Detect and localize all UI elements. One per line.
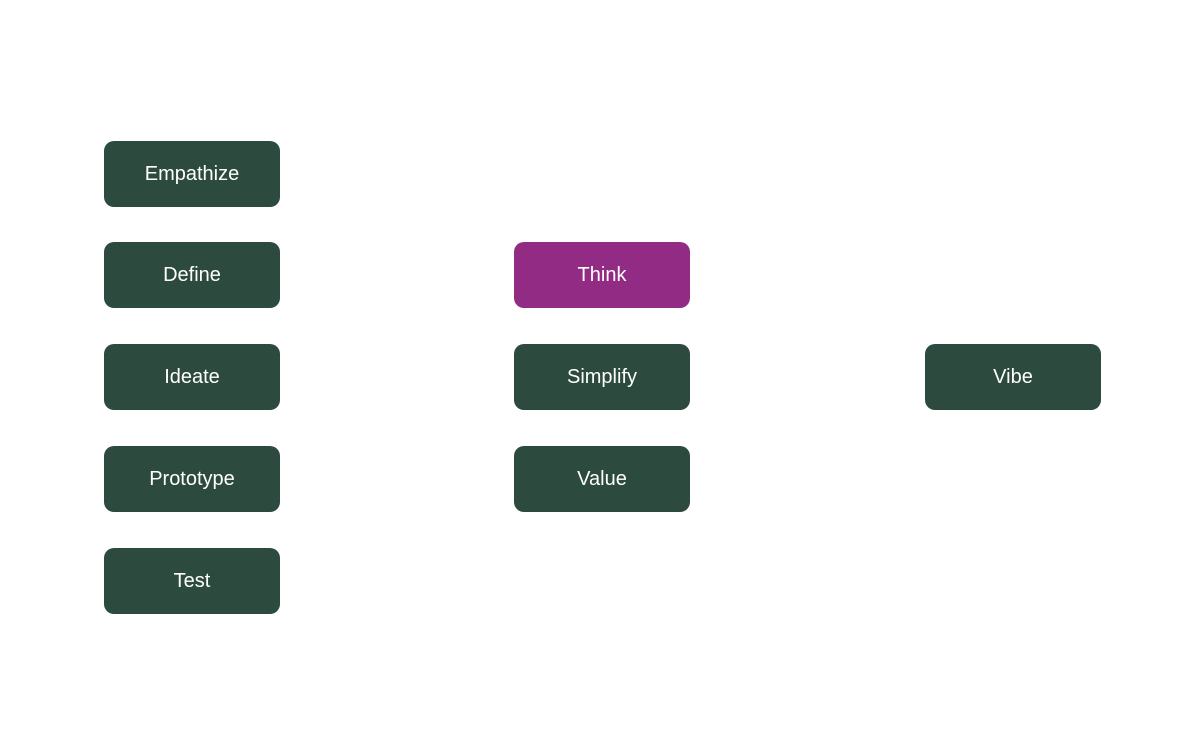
node-define[interactable]: Define — [104, 242, 280, 308]
node-label: Vibe — [993, 365, 1033, 388]
node-test[interactable]: Test — [104, 548, 280, 614]
node-simplify[interactable]: Simplify — [514, 344, 690, 410]
node-value[interactable]: Value — [514, 446, 690, 512]
node-label: Value — [577, 467, 627, 490]
node-label: Ideate — [164, 365, 220, 388]
node-ideate[interactable]: Ideate — [104, 344, 280, 410]
node-prototype[interactable]: Prototype — [104, 446, 280, 512]
node-empathize[interactable]: Empathize — [104, 141, 280, 207]
node-label: Define — [163, 263, 221, 286]
node-label: Simplify — [566, 365, 637, 388]
node-label: Prototype — [149, 467, 235, 490]
node-label: Empathize — [144, 162, 240, 185]
node-label: Test — [173, 569, 211, 592]
node-label: Think — [577, 263, 627, 286]
node-think[interactable]: Think — [514, 242, 690, 308]
node-vibe[interactable]: Vibe — [925, 344, 1101, 410]
